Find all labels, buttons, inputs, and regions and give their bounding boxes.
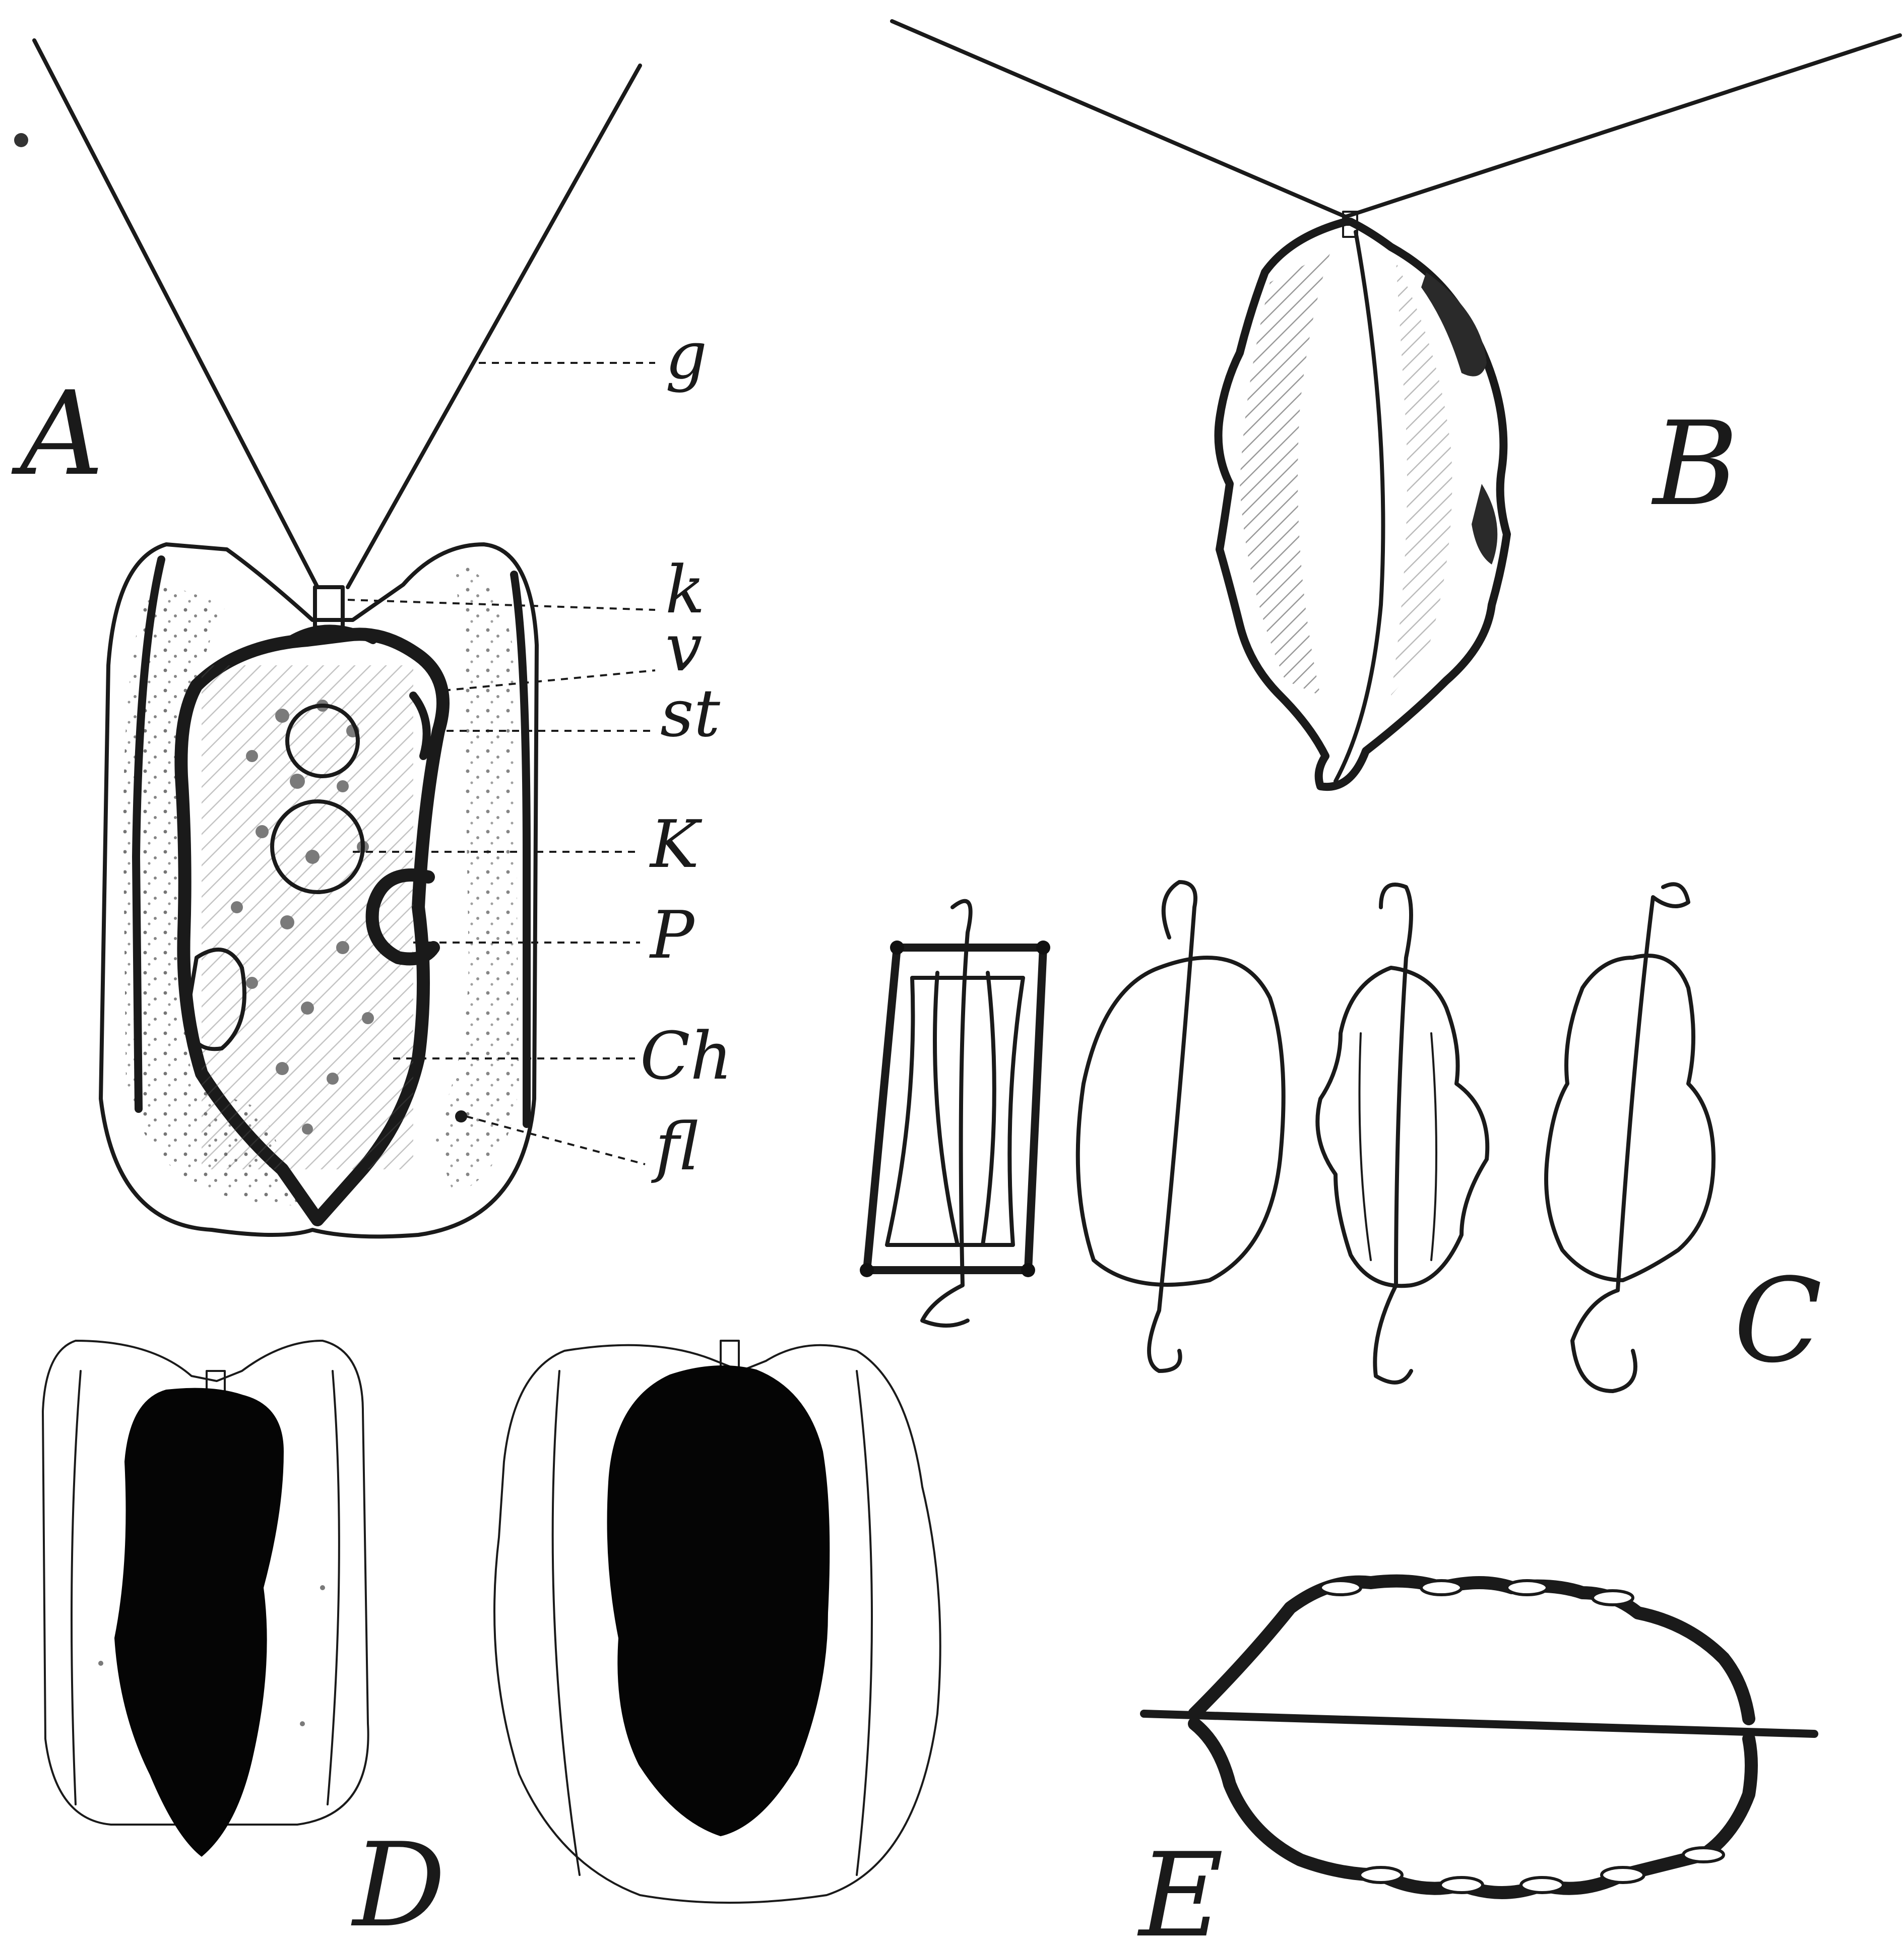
figure-c-cell-4: [1546, 884, 1713, 1391]
label-g: g: [665, 317, 707, 394]
figure-e-outline-bottom: [1194, 1724, 1751, 1893]
speck: [14, 133, 28, 147]
figure-a-stigma: [413, 696, 427, 756]
figure-c-cell-3: [1317, 885, 1487, 1383]
figure-c-cell-1: [860, 901, 1050, 1326]
figure-a-wing-shading-right: [433, 559, 519, 1195]
figure-c-cell-2: [1078, 882, 1284, 1371]
figure-b-thread-left: [892, 21, 1346, 217]
panel-label-c: C: [1734, 1254, 1822, 1389]
figure-b-shade-right-lower: [1472, 484, 1497, 565]
figure-b-thread-right: [1346, 35, 1900, 217]
figure-a-embryo-texture: [202, 665, 413, 1169]
figure-a: g k v st K P Ch fl A: [11, 40, 732, 1236]
panel-label-d: D: [351, 1819, 446, 1940]
panel-label-a: A: [11, 367, 104, 502]
figure-e: E: [1137, 1581, 1814, 1940]
figure-a-thread-right: [348, 66, 640, 587]
label-P: P: [649, 897, 695, 973]
label-K: K: [649, 806, 703, 883]
figure-d-seed-left: [43, 1341, 368, 1855]
figure-a-thread-left: [34, 40, 318, 587]
panel-label-b: B: [1651, 397, 1738, 532]
figure-b-keel: [1336, 232, 1383, 781]
figure-b-shade-mid: [1391, 262, 1452, 696]
figure-e-outline-top: [1194, 1581, 1749, 1719]
figure-b: B: [892, 21, 1900, 787]
figure-a-fl-dot: [455, 1110, 467, 1122]
panel-label-e: E: [1137, 1829, 1224, 1940]
figure-d: D: [43, 1341, 940, 1940]
label-Ch: Ch: [640, 1018, 732, 1094]
label-st: st: [660, 675, 721, 752]
figure-e-axis: [1144, 1714, 1814, 1734]
label-fl: fl: [651, 1108, 699, 1185]
figure-c: C: [860, 882, 1822, 1391]
figure-d-seed-right: [494, 1341, 940, 1903]
